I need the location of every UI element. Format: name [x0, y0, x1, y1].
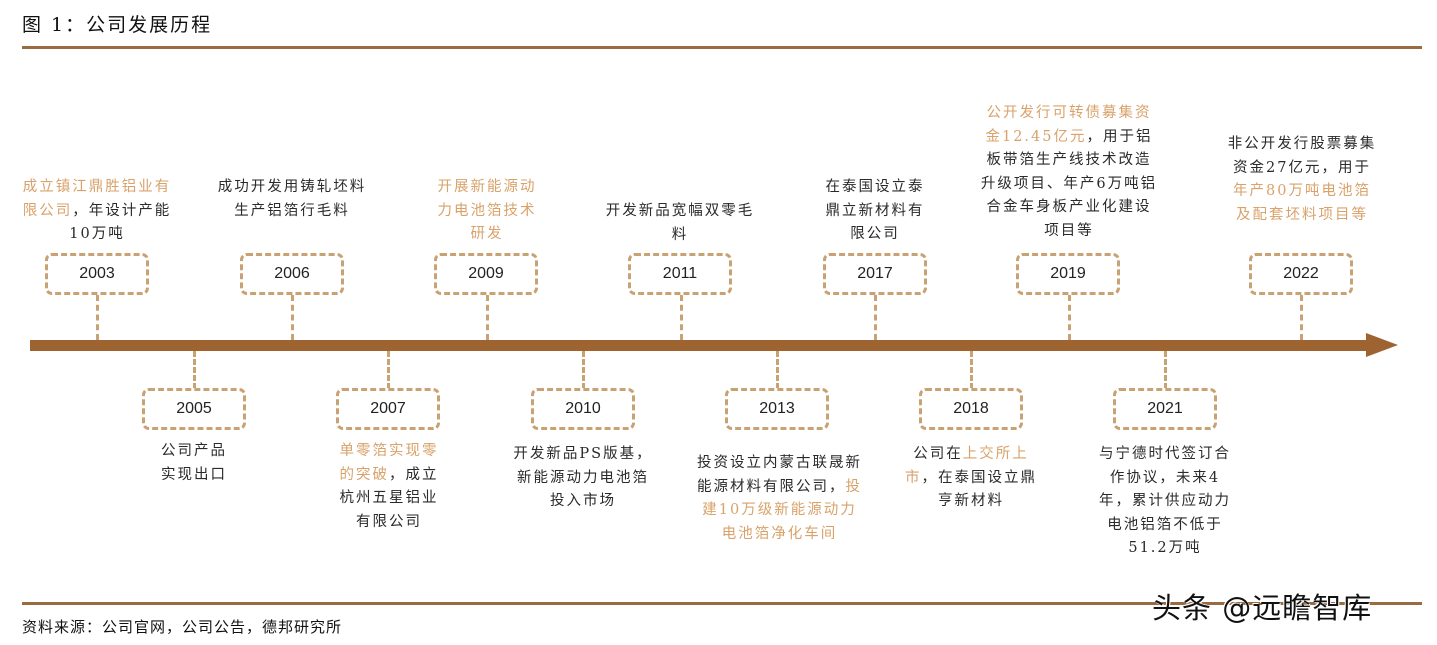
- connector-stem: [193, 351, 196, 389]
- connector-stem: [387, 351, 390, 389]
- top-rule: [22, 46, 1422, 49]
- year-box-2006: 2006: [240, 253, 344, 295]
- connector-stem: [291, 295, 294, 340]
- source-note: 资料来源：公司官网，公司公告，德邦研究所: [22, 618, 343, 636]
- connector-stem: [874, 295, 877, 340]
- highlight-text: 投建10万级新能源动力电池箔净化车间: [702, 478, 862, 542]
- event-description-2006: 成功开发用铸轧坯料生产铝箔行毛料: [217, 179, 367, 219]
- event-description-2011: 开发新品宽幅双零毛料: [605, 203, 755, 243]
- figure-title: 图 1：公司发展历程: [22, 14, 213, 36]
- highlight-text: 开展新能源动力电池箔技术研发: [437, 179, 537, 242]
- connector-stem: [970, 351, 973, 389]
- connector-stem: [96, 295, 99, 340]
- event-description-2018: 公司在上交所上市，在泰国设立鼎亨新材料: [905, 446, 1037, 509]
- year-box-2010: 2010: [531, 388, 635, 430]
- connector-stem: [680, 295, 683, 340]
- connector-stem: [1300, 295, 1303, 340]
- highlight-text: 上交所上市: [905, 446, 1029, 486]
- year-box-2022: 2022: [1249, 253, 1353, 295]
- timeline-axis: [30, 340, 1370, 351]
- event-description-2005: 公司产品实现出口: [161, 443, 227, 483]
- year-box-2003: 2003: [45, 253, 149, 295]
- event-description-2009: 开展新能源动力电池箔技术研发: [412, 176, 562, 247]
- watermark: 头条 @远瞻智库: [1152, 591, 1373, 625]
- year-box-2011: 2011: [628, 253, 732, 295]
- highlight-text: 年产80万吨电池箔及配套坯料项目等: [1233, 183, 1371, 223]
- arrow-head-icon: [1366, 333, 1398, 357]
- year-box-2007: 2007: [336, 388, 440, 430]
- highlight-text: 单零箔实现零的突破: [339, 443, 439, 483]
- year-box-2019: 2019: [1016, 253, 1120, 295]
- connector-stem: [1068, 295, 1071, 340]
- year-box-2018: 2018: [919, 388, 1023, 430]
- event-description-2022: 非公开发行股票募集资金27亿元，用于年产80万吨电池箔及配套坯料项目等: [1227, 136, 1377, 223]
- event-description-2021: 与宁德时代签订合作协议，未来4年，累计供应动力电池铝箔不低于51.2万吨: [1099, 446, 1231, 556]
- connector-stem: [486, 295, 489, 340]
- event-description-2007: 单零箔实现零的突破，成立杭州五星铝业有限公司: [339, 443, 439, 530]
- event-description-2017: 在泰国设立泰鼎立新材料有限公司: [825, 179, 925, 242]
- event-description-2013: 投资设立内蒙古联晟新能源材料有限公司，投建10万级新能源动力电池箔净化车间: [697, 455, 862, 542]
- connector-stem: [776, 351, 779, 389]
- highlight-text: 公开发行可转债募集资金12.45亿元: [985, 105, 1152, 145]
- year-box-2005: 2005: [142, 388, 246, 430]
- event-description-2019: 公开发行可转债募集资金12.45亿元，用于铝板带箔生产线技术改造升级项目、年产6…: [980, 105, 1158, 239]
- year-box-2017: 2017: [823, 253, 927, 295]
- year-box-2013: 2013: [725, 388, 829, 430]
- year-box-2021: 2021: [1113, 388, 1217, 430]
- bottom-rule: [22, 602, 1422, 605]
- event-description-2003: 成立镇江鼎胜铝业有限公司，年设计产能10万吨: [22, 179, 172, 242]
- event-description-2010: 开发新品PS版基，新能源动力电池箔投入市场: [513, 446, 653, 509]
- connector-stem: [582, 351, 585, 389]
- highlight-text: 成立镇江鼎胜铝业有限公司: [22, 179, 172, 219]
- connector-stem: [1164, 351, 1167, 389]
- year-box-2009: 2009: [434, 253, 538, 295]
